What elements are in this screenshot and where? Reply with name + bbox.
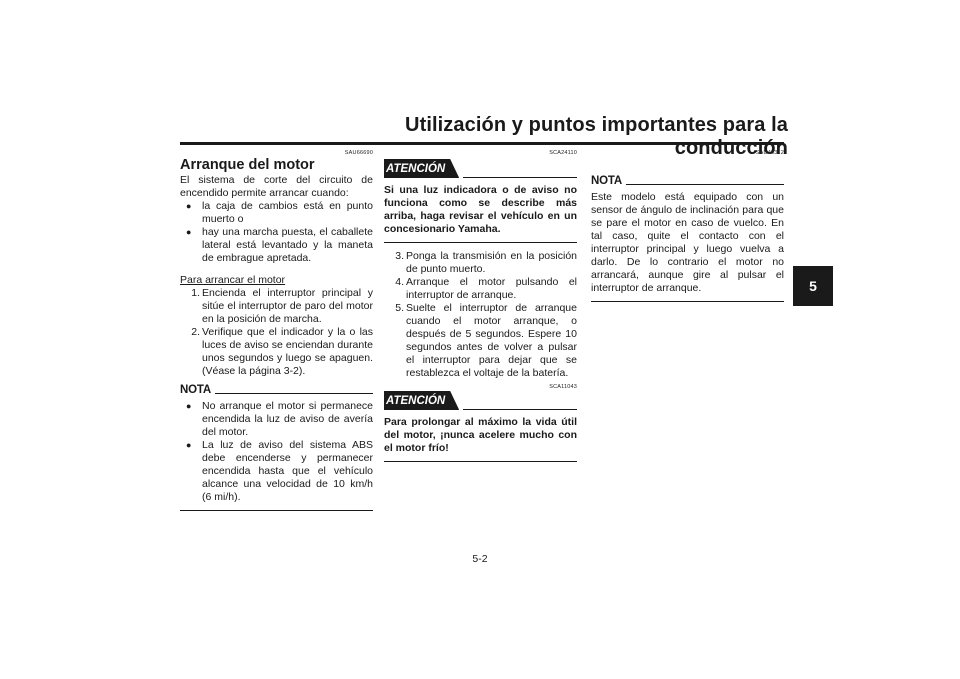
caution-text: Si una luz indicadora o de aviso no func… <box>384 184 577 235</box>
caution-code: SCA24110 <box>549 150 577 156</box>
caution-label: ATENCIÓN <box>384 159 460 178</box>
step-item: 5. Suelte el interruptor de arranque cua… <box>384 302 577 380</box>
step-number: 2. <box>191 326 200 338</box>
column-1: SAU66690 Arranque del motor El sistema d… <box>180 150 373 511</box>
step-text: Encienda el interruptor principal y sitú… <box>202 287 373 325</box>
caution-text: Para prolongar al máximo la vida útil de… <box>384 416 577 454</box>
note-bullet: La luz de aviso del sistema ABS debe enc… <box>180 439 373 504</box>
intro-text: El sistema de corte del circuito de ence… <box>180 174 373 199</box>
bullet-item: la caja de cambios está en punto muerto … <box>180 200 373 226</box>
bullet-item: hay una marcha puesta, el caballete late… <box>180 226 373 265</box>
note-header: NOTA <box>180 384 373 397</box>
step-number: 1. <box>191 287 200 299</box>
caution-rule <box>463 177 577 178</box>
header-rule <box>180 142 784 145</box>
note-rule <box>214 393 373 394</box>
step-text: Verifique que el indicador y la o las lu… <box>202 326 373 377</box>
step-item: 3. Ponga la transmisión en la posición d… <box>384 250 577 276</box>
step-number: 5. <box>395 302 404 314</box>
step-number: 4. <box>395 276 404 288</box>
step-text: Ponga la transmisión en la posición de p… <box>406 250 577 275</box>
column-2: SCA24110 ATENCIÓN Si una luz indicadora … <box>384 150 577 462</box>
note-bullet: No arranque el motor si permanece encend… <box>180 400 373 439</box>
step-text: Arranque el motor pulsando el interrupto… <box>406 276 577 301</box>
note-text: Este modelo está equipado con un sensor … <box>591 191 784 294</box>
caution-label: ATENCIÓN <box>384 391 460 410</box>
step-item: 1. Encienda el interruptor principal y s… <box>180 287 373 326</box>
section-code: SAU45312 <box>755 150 784 156</box>
note-label: NOTA <box>180 384 211 396</box>
note-end-rule <box>591 301 784 302</box>
section-code: SAU66690 <box>344 150 373 156</box>
caution-end-rule <box>384 461 577 462</box>
page-number: 5-2 <box>472 553 488 565</box>
note-label: NOTA <box>591 175 622 187</box>
section-title: Arranque del motor <box>180 157 315 173</box>
caution-end-rule <box>384 242 577 243</box>
caution-code: SCA11043 <box>549 384 577 390</box>
step-item: 2. Verifique que el indicador y la o las… <box>180 326 373 378</box>
chapter-tab: 5 <box>793 266 833 306</box>
column-3: SAU45312 NOTA Este modelo está equipado … <box>591 150 784 302</box>
subheading: Para arrancar el motor <box>180 274 286 286</box>
step-text: Suelte el interruptor de arranque cuando… <box>406 302 577 379</box>
step-number: 3. <box>395 250 404 262</box>
step-item: 4. Arranque el motor pulsando el interru… <box>384 276 577 302</box>
caution-rule <box>463 409 577 410</box>
note-rule <box>625 184 784 185</box>
caution-header: ATENCIÓN <box>384 391 577 410</box>
note-header: NOTA <box>591 175 784 188</box>
note-end-rule <box>180 510 373 511</box>
caution-header: ATENCIÓN <box>384 159 577 178</box>
